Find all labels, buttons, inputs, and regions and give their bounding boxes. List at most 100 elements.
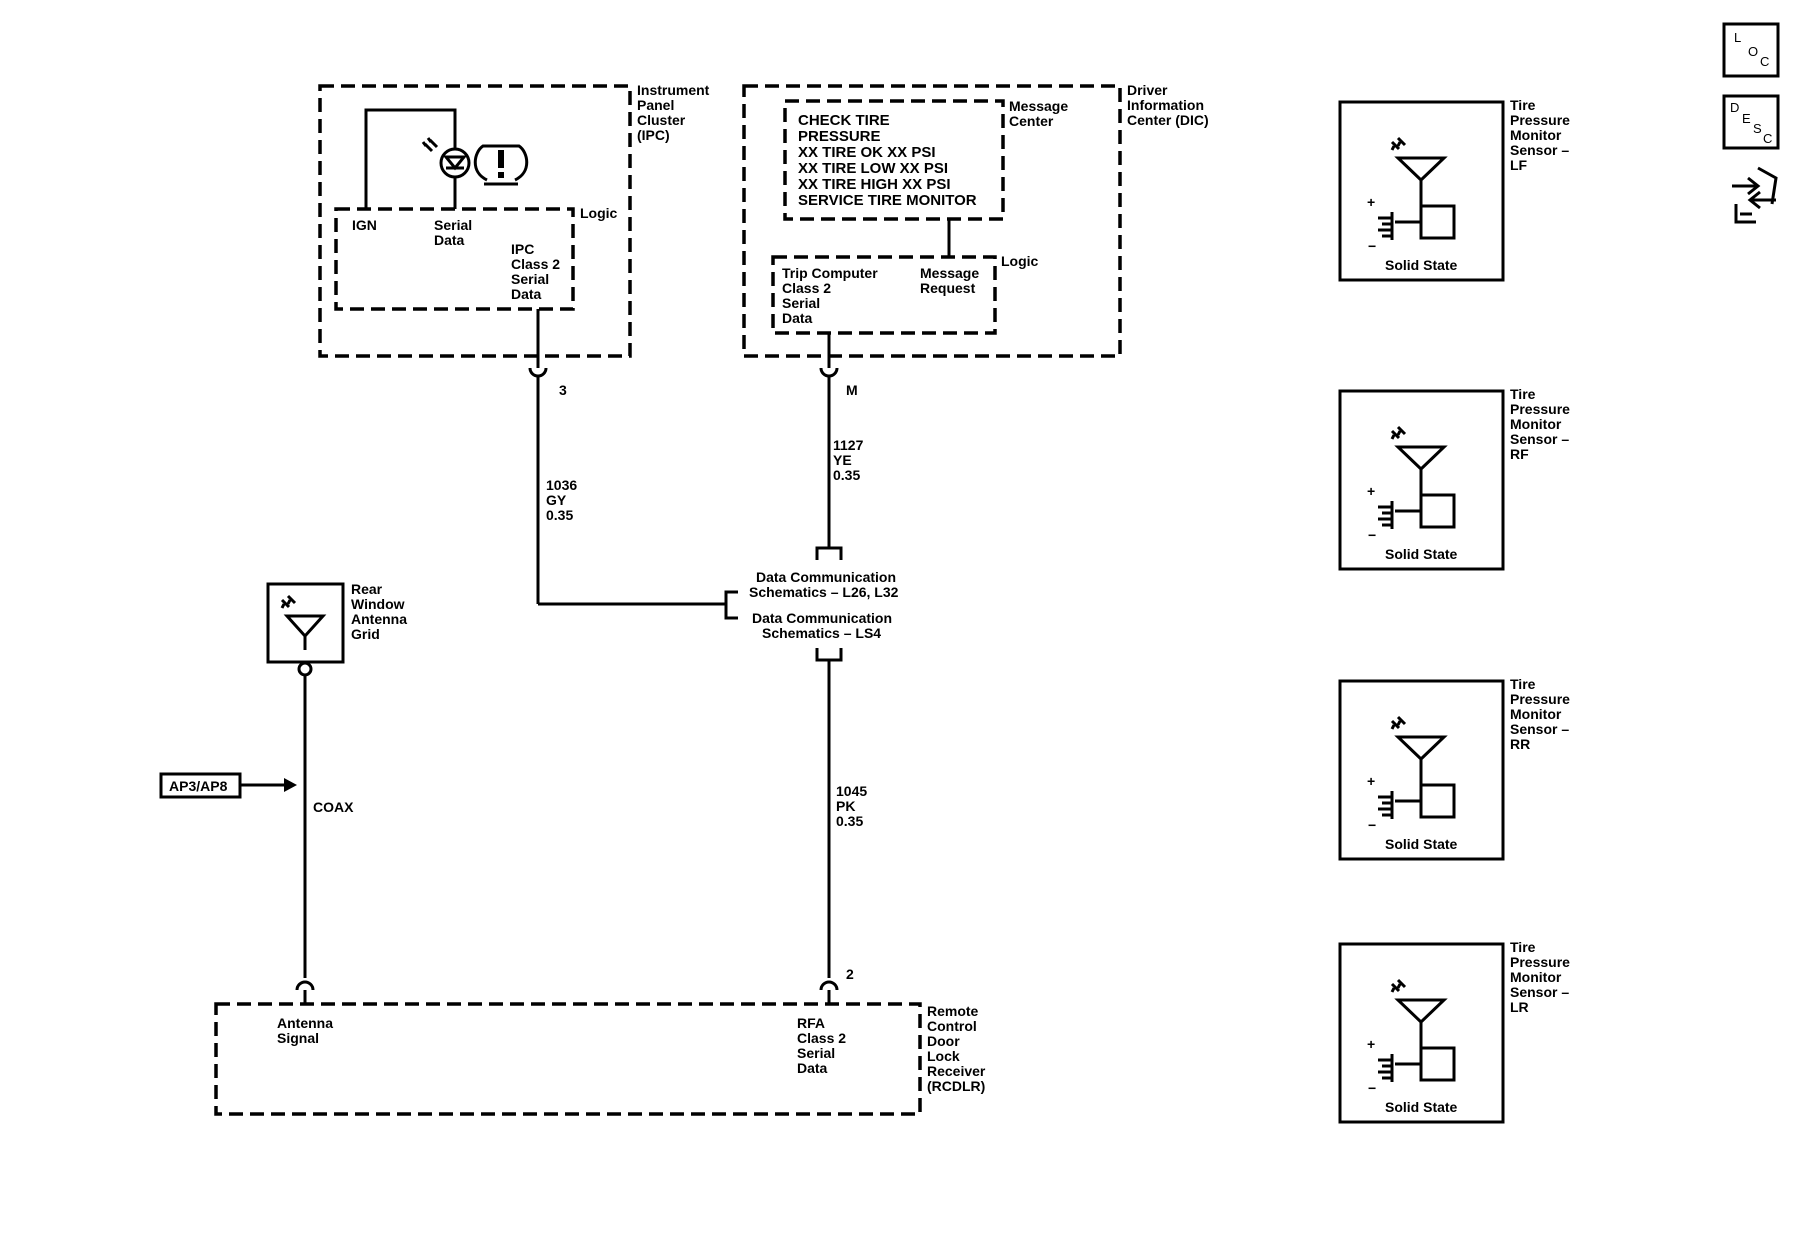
trip-computer-2: Class 2 xyxy=(782,280,831,296)
rcdlr-wire: 2 1045 PK 0.35 xyxy=(819,660,867,1004)
antenna-title-2: Window xyxy=(351,596,405,612)
ipc-wire: 3 1036 GY 0.35 xyxy=(528,309,726,606)
dic-wire-color: YE xyxy=(833,452,852,468)
ap3-ap8-label: AP3/AP8 xyxy=(169,778,228,794)
dic-message-1: CHECK TIRE xyxy=(798,112,890,129)
ipc-title-3: Cluster xyxy=(637,112,686,128)
loc-letter-l: L xyxy=(1734,30,1741,45)
antenna-signal-1: Antenna xyxy=(277,1015,333,1031)
data-communication-reference: Data Communication Schematics – L26, L32… xyxy=(724,569,899,662)
sensor-plus: + xyxy=(1367,194,1375,210)
ap3-ap8-reference[interactable]: AP3/AP8 xyxy=(159,772,297,799)
rear-window-antenna-grid: Rear Window Antenna Grid xyxy=(266,581,407,677)
sensor-rf: + − Solid State Tire Pressure Monitor Se… xyxy=(1338,386,1570,571)
rfa-1: RFA xyxy=(797,1015,825,1031)
rfa-3: Serial xyxy=(797,1045,835,1061)
sensor-title-4: Sensor – xyxy=(1510,721,1569,737)
dic-title-1: Driver xyxy=(1127,82,1168,98)
sensor-title-1: Tire xyxy=(1510,939,1536,955)
dic-pin-label: M xyxy=(846,382,858,398)
sensor-antenna-icon xyxy=(1390,978,1448,1048)
instrument-panel-cluster: Instrument Panel Cluster (IPC) Logic IGN… xyxy=(318,82,710,358)
sensor-battery-icon xyxy=(1378,204,1456,240)
indicator-lamp-icon xyxy=(421,137,471,179)
ipc-class2-3: Serial xyxy=(511,271,549,287)
loc-letter-c: C xyxy=(1760,54,1769,69)
desc-letter-e: E xyxy=(1742,111,1751,126)
sensor-plus: + xyxy=(1367,483,1375,499)
ipc-title-4: (IPC) xyxy=(637,127,670,143)
dic-wire-gauge: 0.35 xyxy=(833,467,860,483)
sensor-lf: + − Solid State Tire Pressure Monitor Se… xyxy=(1338,97,1570,282)
dic-title-2: Information xyxy=(1127,97,1204,113)
hand-arrows-icon[interactable] xyxy=(1732,166,1778,224)
dic-logic-label: Logic xyxy=(1001,253,1039,269)
data-comm-l26-2: Schematics – L26, L32 xyxy=(749,584,899,600)
antenna-icon xyxy=(280,594,327,650)
rcdlr-title-5: Receiver xyxy=(927,1063,986,1079)
desc-letter-d: D xyxy=(1730,100,1739,115)
sensor-battery-icon xyxy=(1378,783,1456,819)
sensor-plus: + xyxy=(1367,1036,1375,1052)
sensor-title-2: Pressure xyxy=(1510,954,1570,970)
message-center-2: Center xyxy=(1009,113,1054,129)
sensor-title-4: Sensor – xyxy=(1510,984,1569,1000)
sensor-title-2: Pressure xyxy=(1510,401,1570,417)
antenna-signal-2: Signal xyxy=(277,1030,319,1046)
sensor-label: Solid State xyxy=(1385,546,1458,562)
sensor-title-5: LF xyxy=(1510,157,1528,173)
rcdlr-title-3: Door xyxy=(927,1033,960,1049)
ipc-pin-label: 3 xyxy=(559,382,567,398)
sensor-antenna-icon xyxy=(1390,715,1448,785)
sensor-title-4: Sensor – xyxy=(1510,431,1569,447)
sensor-minus: − xyxy=(1368,1080,1376,1096)
trip-computer-3: Serial xyxy=(782,295,820,311)
dic-wire: M 1127 YE 0.35 xyxy=(815,333,864,560)
sensor-antenna-icon xyxy=(1390,136,1448,206)
ipc-wire-circuit: 1036 xyxy=(546,477,577,493)
sensor-title-3: Monitor xyxy=(1510,127,1562,143)
rcdlr-title-2: Control xyxy=(927,1018,977,1034)
rcdlr-title-6: (RCDLR) xyxy=(927,1078,985,1094)
driver-information-center: Driver Information Center (DIC) Message … xyxy=(742,82,1209,358)
coax-wire: COAX xyxy=(295,675,354,1004)
dic-wire-circuit: 1127 xyxy=(833,437,864,453)
antenna-title-3: Antenna xyxy=(351,611,407,627)
rfa-4: Data xyxy=(797,1060,828,1076)
dic-message-2: PRESSURE xyxy=(798,128,881,145)
dic-message-4: XX TIRE LOW XX PSI xyxy=(798,160,948,177)
sensor-rr: + − Solid State Tire Pressure Monitor Se… xyxy=(1338,676,1570,861)
ipc-serial-data-1: Serial xyxy=(434,217,472,233)
ipc-title-2: Panel xyxy=(637,97,674,113)
desc-button[interactable]: D E S C xyxy=(1722,94,1780,150)
rcdlr-title-4: Lock xyxy=(927,1048,960,1064)
sensor-label: Solid State xyxy=(1385,1099,1458,1115)
data-comm-l26-1: Data Communication xyxy=(756,569,896,585)
sensor-title-3: Monitor xyxy=(1510,706,1562,722)
rcdlr-wire-gauge: 0.35 xyxy=(836,813,863,829)
rcdlr-title-1: Remote xyxy=(927,1003,979,1019)
tire-pressure-warning-icon xyxy=(473,144,529,186)
ipc-wire-color: GY xyxy=(546,492,567,508)
ipc-class2-2: Class 2 xyxy=(511,256,560,272)
sensor-title-1: Tire xyxy=(1510,676,1536,692)
dic-message-3: XX TIRE OK XX PSI xyxy=(798,144,936,161)
rcdlr-wire-color: PK xyxy=(836,798,855,814)
loc-letter-o: O xyxy=(1748,44,1758,59)
data-comm-ls4-1: Data Communication xyxy=(752,610,892,626)
sensor-label: Solid State xyxy=(1385,836,1458,852)
sensor-title-3: Monitor xyxy=(1510,969,1562,985)
sensor-label: Solid State xyxy=(1385,257,1458,273)
message-center-1: Message xyxy=(1009,98,1068,114)
sensor-title-2: Pressure xyxy=(1510,691,1570,707)
sensor-title-3: Monitor xyxy=(1510,416,1562,432)
sensor-lr: + − Solid State Tire Pressure Monitor Se… xyxy=(1338,939,1570,1124)
sensor-minus: − xyxy=(1368,238,1376,254)
loc-button[interactable]: L O C xyxy=(1722,22,1780,78)
sensor-plus: + xyxy=(1367,773,1375,789)
sensor-title-1: Tire xyxy=(1510,97,1536,113)
data-comm-ls4-2: Schematics – LS4 xyxy=(762,625,881,641)
ipc-serial-data-2: Data xyxy=(434,232,465,248)
rfa-2: Class 2 xyxy=(797,1030,846,1046)
